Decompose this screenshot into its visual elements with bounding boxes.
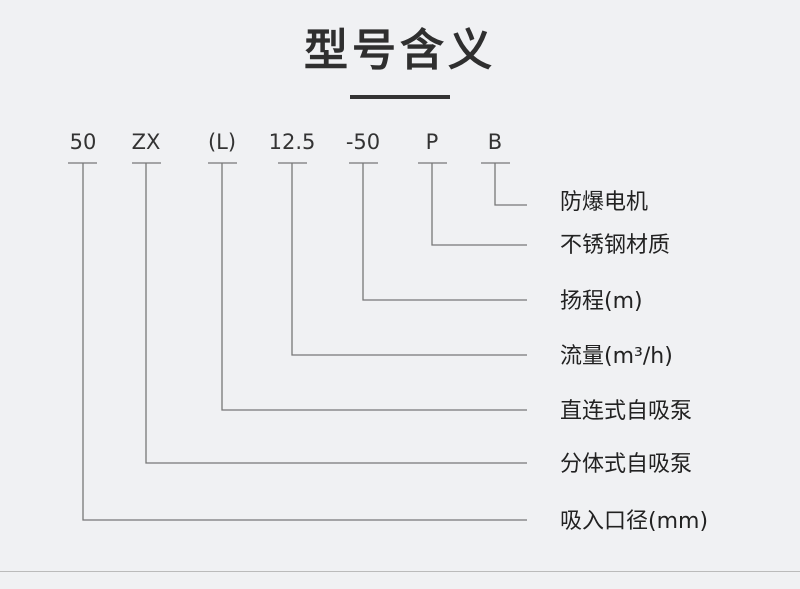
code-l: (L) bbox=[207, 130, 237, 154]
connector-zx bbox=[132, 162, 527, 464]
connector-head bbox=[349, 162, 527, 301]
meaning-flow: 流量(m³/h) bbox=[560, 344, 673, 369]
connector-material bbox=[418, 162, 527, 246]
title-underline bbox=[350, 95, 450, 99]
meaning-head: 扬程(m) bbox=[560, 289, 643, 314]
meaning-caliber: 吸入口径(mm) bbox=[560, 509, 709, 534]
code-explosion-proof: B bbox=[487, 130, 503, 154]
code-material: P bbox=[425, 130, 439, 154]
meaning-explosion-proof: 防爆电机 bbox=[560, 190, 649, 215]
code-caliber: 50 bbox=[69, 130, 97, 154]
code-head: -50 bbox=[345, 130, 381, 154]
meaning-split-type: 分体式自吸泵 bbox=[560, 452, 693, 477]
connector-caliber bbox=[68, 162, 527, 521]
meaning-direct-coupled: 直连式自吸泵 bbox=[560, 399, 693, 424]
code-flow: 12.5 bbox=[268, 130, 316, 154]
connector-flow bbox=[278, 162, 527, 356]
meaning-material: 不锈钢材质 bbox=[560, 233, 671, 258]
bottom-divider bbox=[0, 571, 800, 572]
connector-l bbox=[208, 162, 527, 411]
page-title: 型号含义 bbox=[304, 25, 496, 76]
code-zx: ZX bbox=[131, 130, 161, 154]
connector-explosion-proof bbox=[481, 162, 527, 206]
